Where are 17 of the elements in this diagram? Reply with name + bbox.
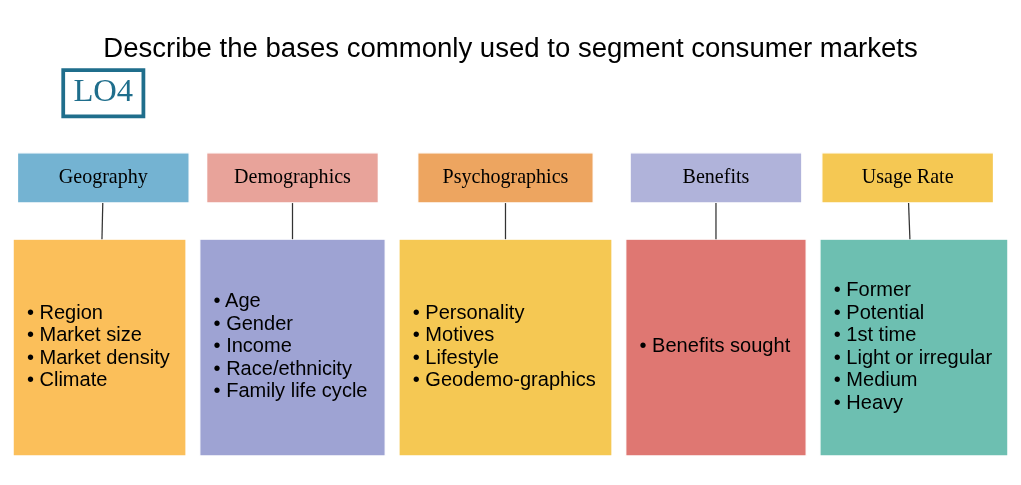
label: LO4: [73, 71, 134, 108]
node-box: • Age • Gender • Income • Race/ethnicity • Family life cycle: [199, 238, 386, 457]
node-box: • Region • Market size • Market density • Climate: [12, 238, 187, 457]
node-box: Usage Rate: [821, 151, 995, 204]
connector: [504, 201, 507, 240]
connector: [101, 201, 104, 240]
node-box: Psychographics: [417, 151, 594, 204]
connector: [907, 201, 911, 240]
node-box: • Personality • Motives • Lifestyle • Geodemo-graphics: [398, 238, 613, 457]
connector: [291, 201, 294, 240]
node-box: Demographics: [206, 151, 379, 204]
node-box: • Former • Potential • 1st time • Light or irregular • Medium • Heavy: [819, 238, 1009, 457]
node-box: Geography: [16, 151, 190, 204]
connector: [715, 201, 717, 240]
diagram-title: Describe the bases commonly used to segment consumer markets: [103, 31, 918, 63]
node-box: Benefits: [629, 151, 803, 204]
node-box: • Benefits sought: [625, 238, 807, 457]
